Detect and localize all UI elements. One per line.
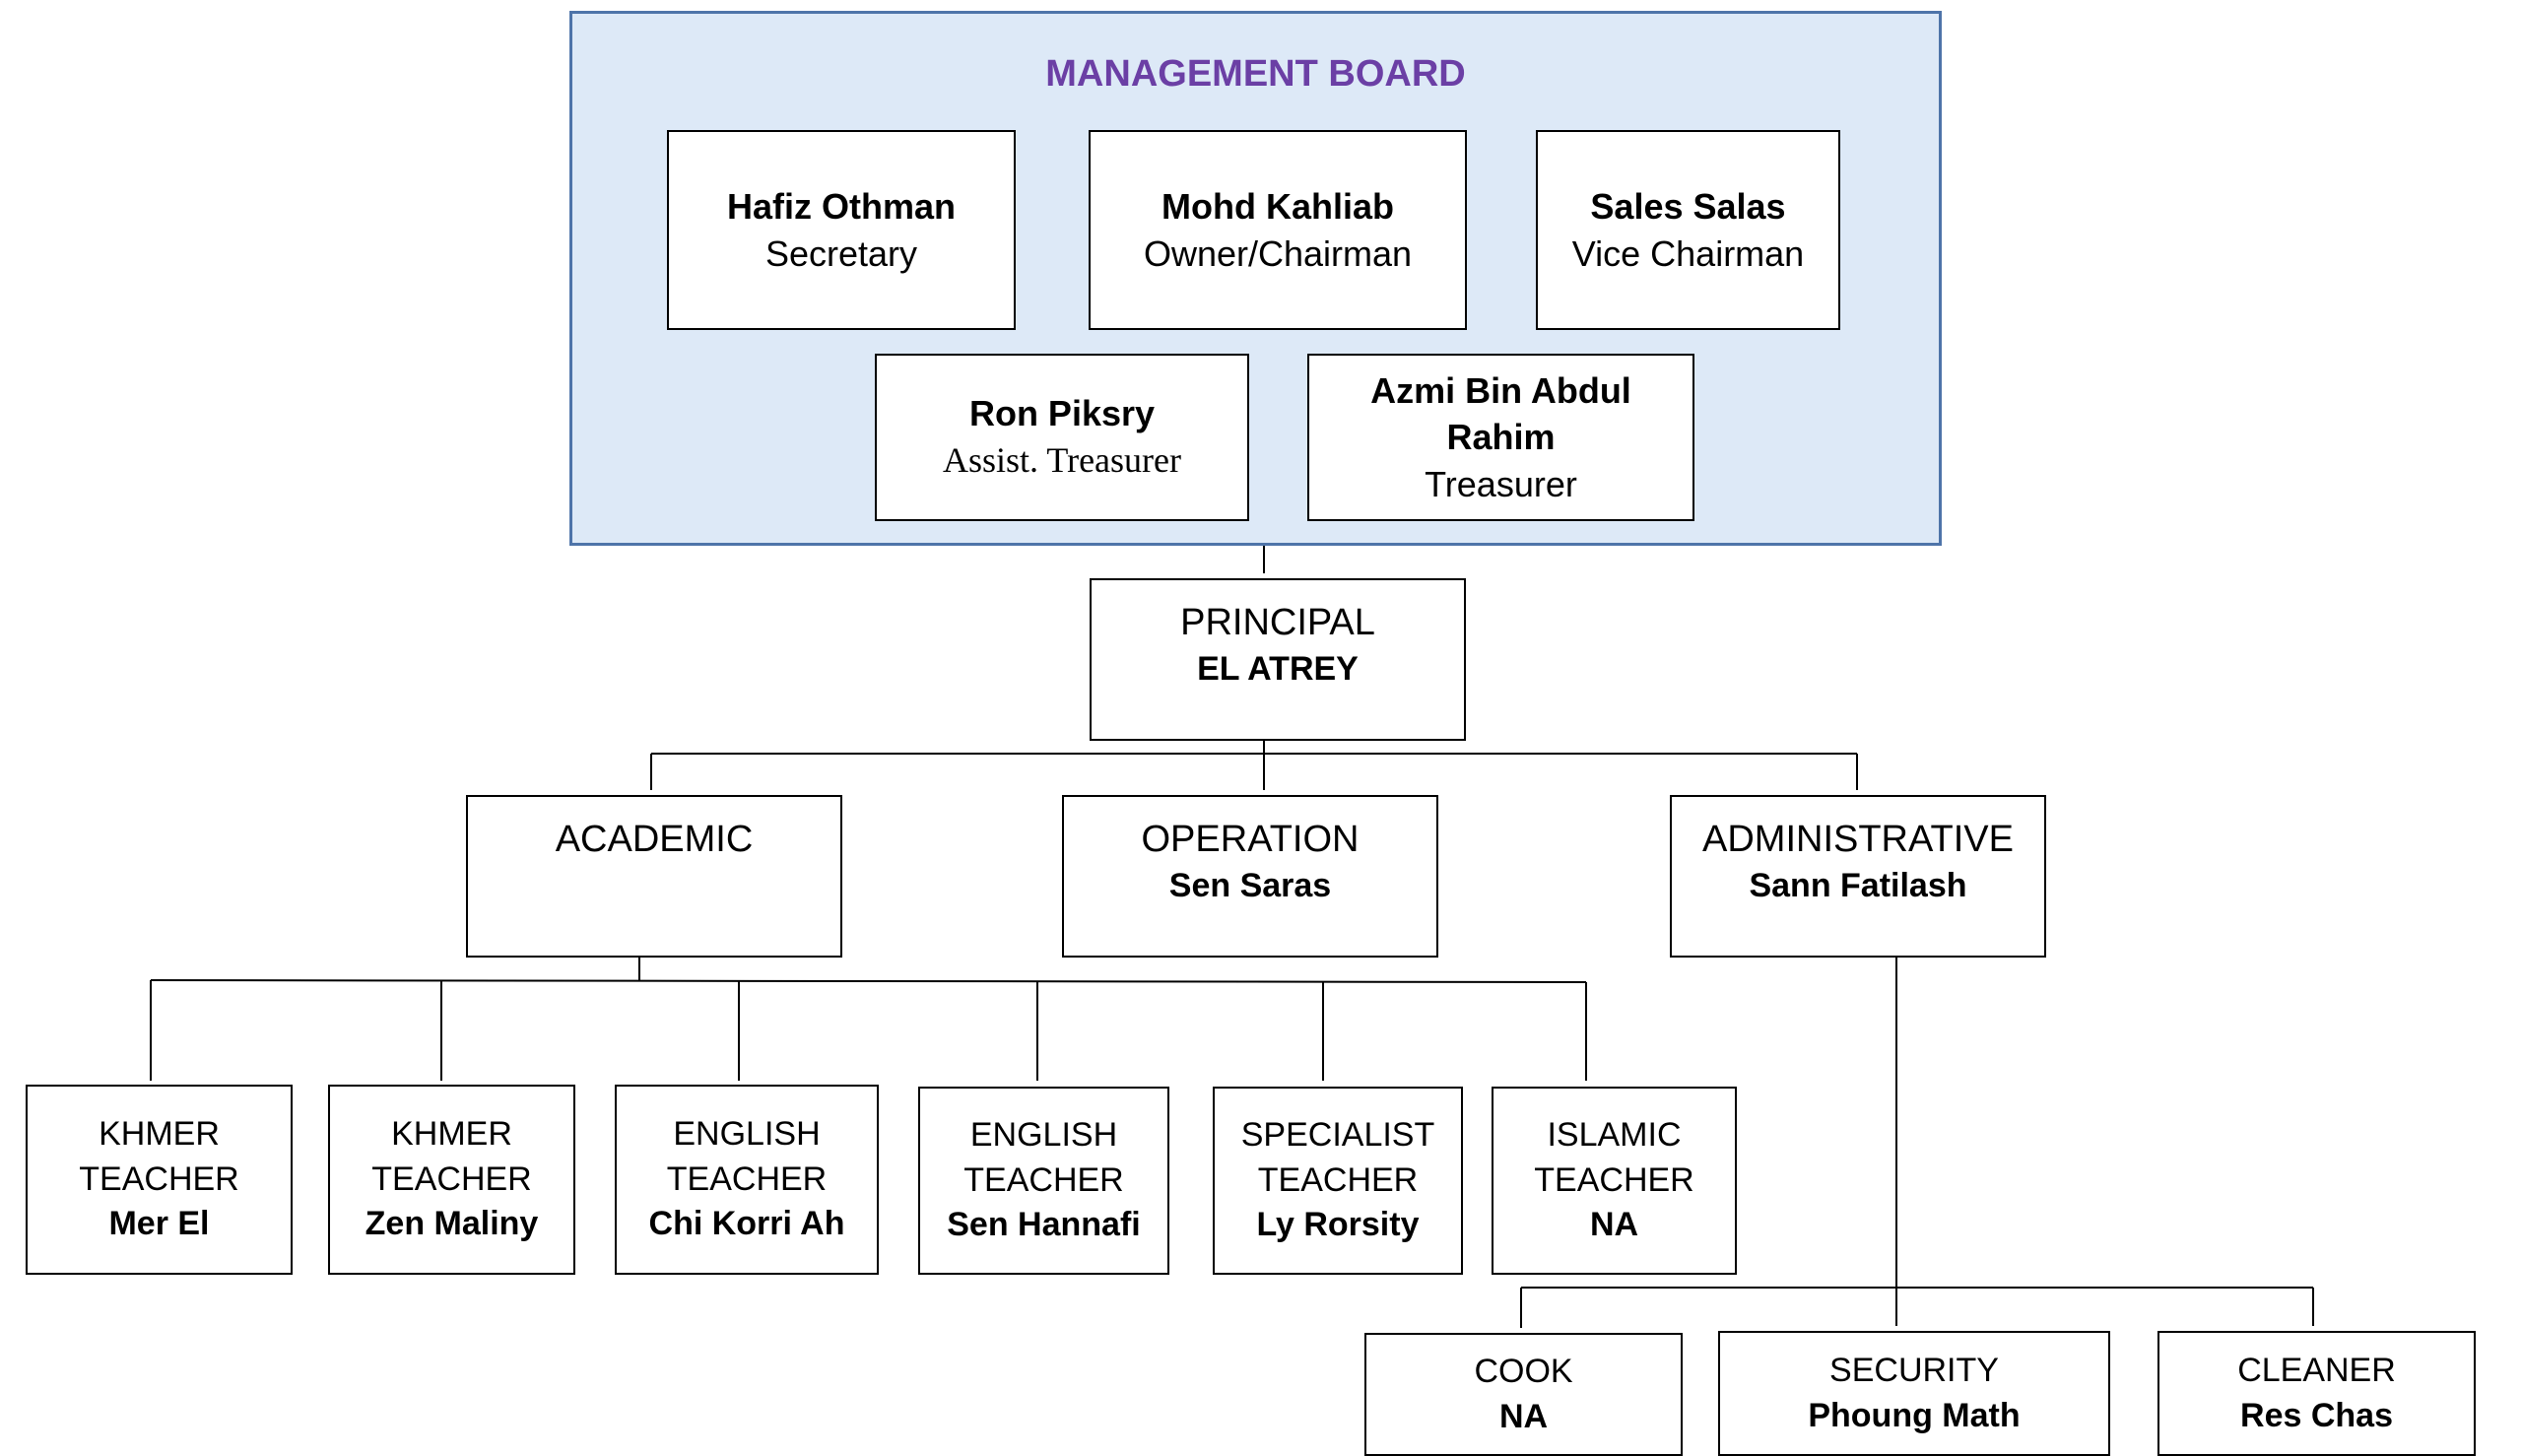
member-name: Hafiz Othman: [726, 185, 956, 227]
member-name-line2: Rahim: [1446, 417, 1556, 458]
principal-box: PRINCIPAL EL ATREY: [1090, 578, 1466, 741]
teacher-role: TEACHER: [79, 1159, 239, 1198]
teacher-role: TEACHER: [963, 1160, 1124, 1199]
teacher-name: Chi Korri Ah: [648, 1205, 845, 1243]
teacher-box: ISLAMIC TEACHER NA: [1492, 1087, 1737, 1275]
member-assist-treasurer: Ron Piksry Assist. Treasurer: [875, 354, 1249, 521]
staff-name: NA: [1498, 1397, 1549, 1435]
member-vice-chairman: Sales Salas Vice Chairman: [1536, 130, 1840, 330]
member-role: Assist. Treasurer: [942, 440, 1181, 480]
teacher-box: SPECIALIST TEACHER Ly Rorsity: [1213, 1087, 1463, 1275]
member-chairman: Mohd Kahliab Owner/Chairman: [1089, 130, 1467, 330]
teacher-name: Sen Hannafi: [947, 1206, 1141, 1244]
member-name: Mohd Kahliab: [1161, 185, 1394, 227]
staff-name: Phoung Math: [1808, 1396, 2021, 1434]
member-role: Treasurer: [1425, 463, 1577, 504]
member-secretary: Hafiz Othman Secretary: [667, 130, 1016, 330]
staff-box: CLEANER Res Chas: [2157, 1331, 2476, 1456]
teacher-subject: ISLAMIC: [1547, 1115, 1682, 1154]
principal-name: EL ATREY: [1197, 650, 1359, 689]
department-administrative: ADMINISTRATIVE Sann Fatilash: [1670, 795, 2046, 958]
member-name: Ron Piksry: [968, 393, 1156, 434]
department-title: ACADEMIC: [555, 819, 754, 860]
teacher-subject: KHMER: [391, 1114, 512, 1153]
teacher-box: ENGLISH TEACHER Sen Hannafi: [918, 1087, 1169, 1275]
staff-title: SECURITY: [1829, 1351, 1999, 1389]
department-operation: OPERATION Sen Saras: [1062, 795, 1438, 958]
teacher-subject: ENGLISH: [969, 1115, 1118, 1154]
member-role: Secretary: [764, 232, 918, 274]
teacher-name: Zen Maliny: [365, 1205, 539, 1243]
staff-name: Res Chas: [2240, 1396, 2393, 1434]
board-title: MANAGEMENT BOARD: [1045, 53, 1466, 95]
department-academic: ACADEMIC: [466, 795, 842, 958]
department-title: ADMINISTRATIVE: [1702, 819, 2014, 860]
staff-title: COOK: [1474, 1352, 1573, 1390]
teacher-box: KHMER TEACHER Mer El: [26, 1085, 293, 1275]
teacher-box: KHMER TEACHER Zen Maliny: [328, 1085, 575, 1275]
teacher-box: ENGLISH TEACHER Chi Korri Ah: [615, 1085, 879, 1275]
department-head: Sen Saras: [1168, 867, 1332, 905]
teacher-subject: KHMER: [99, 1114, 220, 1153]
teacher-name: NA: [1589, 1206, 1639, 1244]
member-name: Sales Salas: [1590, 185, 1786, 227]
staff-box: COOK NA: [1364, 1333, 1683, 1456]
principal-title: PRINCIPAL: [1180, 602, 1375, 643]
connector-teachers-bar: [150, 979, 1587, 983]
teacher-role: TEACHER: [1534, 1160, 1694, 1199]
teacher-role: TEACHER: [666, 1159, 828, 1198]
member-name-line1: Azmi Bin Abdul: [1370, 369, 1631, 411]
staff-title: CLEANER: [2237, 1351, 2396, 1389]
teacher-subject: ENGLISH: [673, 1114, 821, 1153]
teacher-role: TEACHER: [1257, 1160, 1419, 1199]
teacher-name: Ly Rorsity: [1256, 1206, 1420, 1244]
teacher-subject: SPECIALIST: [1240, 1115, 1435, 1154]
member-role: Vice Chairman: [1571, 232, 1805, 274]
member-role: Owner/Chairman: [1143, 232, 1413, 274]
teacher-role: TEACHER: [371, 1159, 532, 1198]
department-title: OPERATION: [1141, 819, 1360, 860]
teacher-name: Mer El: [108, 1205, 210, 1243]
member-treasurer: Azmi Bin Abdul Rahim Treasurer: [1307, 354, 1694, 521]
department-head: Sann Fatilash: [1749, 867, 1967, 905]
